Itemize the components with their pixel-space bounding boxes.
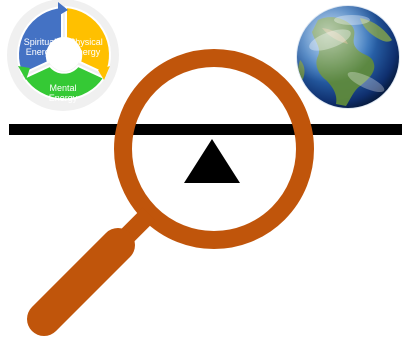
magnifying-glass-icon (27, 49, 314, 336)
spiritual-label-line1: Spiritual (24, 37, 57, 47)
cycle-core (47, 37, 81, 71)
segment-mental (22, 64, 106, 101)
energy-cycle-diagram: Spiritual Energy Physical Energy Mental … (7, 0, 119, 111)
balance-beam (9, 124, 402, 135)
magnifier-handle (27, 228, 135, 336)
arrow-tip-physical (98, 66, 110, 80)
physical-label-line2: Energy (72, 47, 101, 57)
earth-globe-icon (296, 5, 400, 109)
spiritual-label-line2: Energy (26, 47, 55, 57)
mental-label-line1: Mental (49, 83, 76, 93)
magnifier-lens-ring (114, 49, 314, 249)
triangle-fulcrum-icon (184, 139, 240, 183)
arrow-tip-mental (18, 66, 30, 80)
mental-label-line2: Energy (49, 93, 78, 103)
physical-label-line1: Physical (69, 37, 103, 47)
arrow-tip-spiritual (58, 2, 68, 16)
